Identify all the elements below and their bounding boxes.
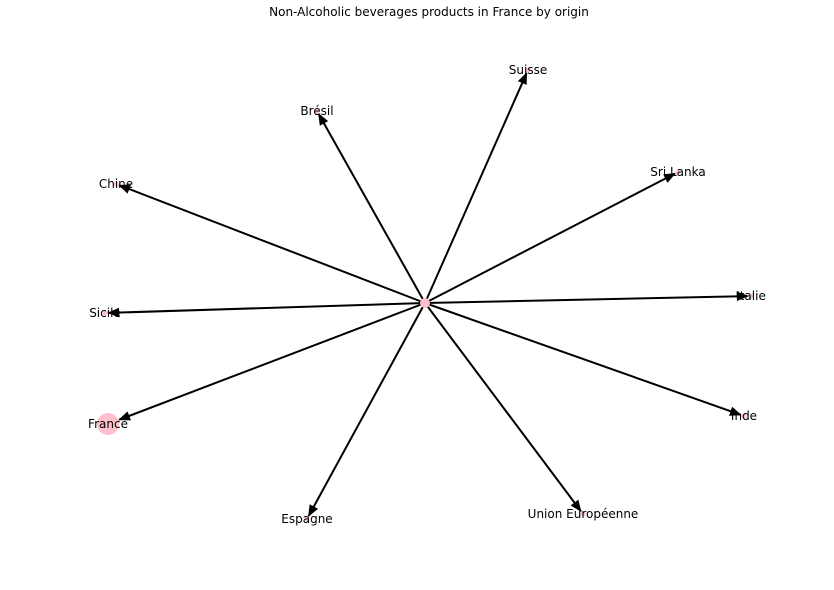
node-label-ue: Union Européenne bbox=[528, 507, 639, 521]
node-label-italie: Italie bbox=[736, 289, 766, 303]
node-italie bbox=[748, 293, 754, 299]
node-hub bbox=[420, 298, 430, 308]
node-label-chine: Chine bbox=[99, 177, 133, 191]
node-bresil bbox=[314, 108, 320, 114]
node-label-france: France bbox=[88, 417, 128, 431]
edge-hub-chine bbox=[118, 184, 426, 304]
diagram-title: Non-Alcoholic beverages products in Fran… bbox=[269, 5, 589, 19]
node-label-sicile: Sicile bbox=[89, 306, 121, 320]
node-suisse bbox=[525, 67, 531, 73]
node-label-espagne: Espagne bbox=[281, 512, 332, 526]
node-label-inde: Inde bbox=[731, 409, 757, 423]
node-chine bbox=[113, 181, 119, 187]
node-srilanka bbox=[675, 169, 681, 175]
node-label-bresil: Brésil bbox=[300, 104, 333, 118]
edge-hub-italie bbox=[424, 291, 749, 304]
node-france bbox=[97, 413, 119, 435]
edge-hub-suisse bbox=[424, 72, 528, 304]
node-sicile bbox=[102, 310, 108, 316]
edge-hub-inde bbox=[424, 302, 742, 416]
edge-hub-sicile bbox=[107, 302, 426, 318]
node-espagne bbox=[304, 516, 310, 522]
node-inde bbox=[741, 413, 747, 419]
nodes bbox=[97, 67, 754, 522]
node-label-srilanka: Sri Lanka bbox=[650, 165, 705, 179]
node-ue bbox=[580, 511, 586, 517]
edges bbox=[107, 72, 749, 517]
edge-hub-bresil bbox=[317, 113, 426, 304]
edge-hub-espagne bbox=[307, 302, 426, 517]
edge-hub-france bbox=[118, 302, 426, 421]
node-label-suisse: Suisse bbox=[509, 63, 547, 77]
edge-hub-ue bbox=[424, 302, 582, 513]
edge-hub-srilanka bbox=[424, 172, 676, 304]
